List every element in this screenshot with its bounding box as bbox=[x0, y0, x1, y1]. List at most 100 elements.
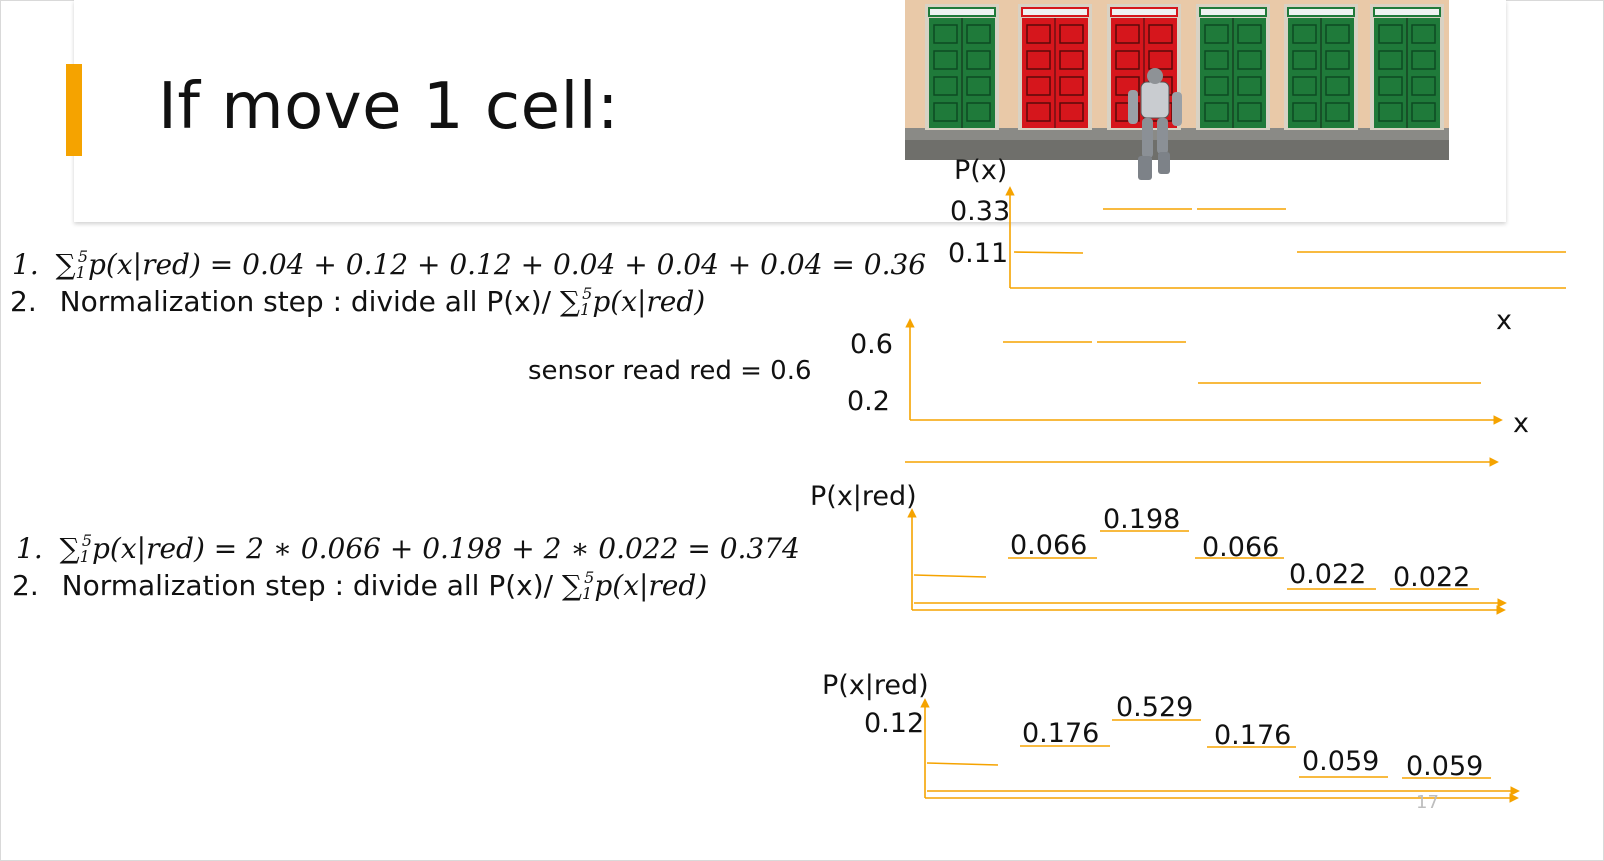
sum-lower: 1 bbox=[79, 547, 90, 566]
door-transom bbox=[928, 7, 996, 17]
chart2-tick-02: 0.2 bbox=[847, 386, 890, 417]
sum-symbol: ∑ bbox=[559, 285, 580, 318]
door-panel bbox=[1411, 24, 1436, 44]
door-panel bbox=[1115, 24, 1140, 44]
door-panel bbox=[1148, 50, 1173, 70]
door-panel bbox=[1059, 50, 1084, 70]
door-transom bbox=[1373, 7, 1441, 17]
door-transom bbox=[1021, 7, 1089, 17]
door-panel bbox=[1411, 50, 1436, 70]
door-panel bbox=[1411, 102, 1436, 122]
door-panel bbox=[1026, 76, 1051, 96]
chart1-ylabel: P(x) bbox=[954, 155, 1008, 186]
slide-title: If move 1 cell: bbox=[158, 70, 620, 144]
door-panel bbox=[1378, 24, 1403, 44]
door-panel bbox=[1237, 102, 1262, 122]
chart4-label-1: 0.176 bbox=[1022, 718, 1100, 749]
top-item2-number: 2. bbox=[10, 285, 37, 318]
door-panel bbox=[1204, 102, 1229, 122]
door-panel bbox=[933, 24, 958, 44]
term: p(x|red) bbox=[88, 248, 201, 281]
robot-part bbox=[1157, 118, 1168, 154]
chart4-ylabel: P(x|red) bbox=[822, 670, 929, 701]
door-panel bbox=[1378, 50, 1403, 70]
term: p(x|red) bbox=[594, 569, 708, 602]
door-panel bbox=[1115, 50, 1140, 70]
chart4-label-5: 0.059 bbox=[1406, 751, 1484, 782]
sum-upper: 5 bbox=[81, 531, 92, 550]
sum-lower: 1 bbox=[581, 584, 593, 603]
robot-icon bbox=[1128, 68, 1182, 180]
chart4-bar-0 bbox=[926, 762, 999, 766]
chart3-label-2: 0.198 bbox=[1103, 504, 1181, 535]
door-transom bbox=[1287, 7, 1355, 17]
chart1-xlabel: x bbox=[1496, 305, 1512, 336]
door-panel bbox=[966, 50, 991, 70]
sum-symbol: ∑ bbox=[561, 569, 582, 602]
door-panel bbox=[933, 102, 958, 122]
chart4-label-4: 0.059 bbox=[1302, 746, 1380, 777]
top-item1-number: 1. bbox=[12, 248, 39, 281]
sum-symbol: ∑ bbox=[55, 248, 76, 281]
page-number: 17 bbox=[1416, 792, 1439, 813]
door-panel bbox=[966, 76, 991, 96]
bottom-item1: 1. ∑15p(x|red) = 2 ∗ 0.066 + 0.198 + 2 ∗… bbox=[16, 531, 800, 570]
door-panel bbox=[1292, 50, 1317, 70]
chart3-label-3: 0.066 bbox=[1202, 532, 1280, 563]
door-panel bbox=[933, 76, 958, 96]
door-panel bbox=[1378, 102, 1403, 122]
top-item1: 1. ∑15p(x|red) = 0.04 + 0.12 + 0.12 + 0.… bbox=[12, 247, 927, 286]
title-accent-bar bbox=[66, 64, 82, 156]
door-panel bbox=[1325, 24, 1350, 44]
door-panel bbox=[1026, 24, 1051, 44]
bottom-item2-number: 2. bbox=[12, 569, 39, 602]
door-panel bbox=[1325, 102, 1350, 122]
robot-part bbox=[1128, 90, 1138, 124]
chart4-label-2: 0.529 bbox=[1116, 692, 1194, 723]
chart3-label-5: 0.022 bbox=[1393, 562, 1471, 593]
sensor-text: sensor read red = 0.6 bbox=[528, 356, 812, 386]
top-item2-text: Normalization step : divide all P(x)/ bbox=[59, 285, 552, 318]
door-panel bbox=[1292, 102, 1317, 122]
sum-symbol: ∑ bbox=[59, 532, 80, 565]
door-panel bbox=[1115, 76, 1140, 96]
door-panel bbox=[1237, 24, 1262, 44]
sum-lower: 1 bbox=[75, 263, 86, 282]
door-panel bbox=[1411, 76, 1436, 96]
door-panel bbox=[966, 102, 991, 122]
door-panel bbox=[1325, 50, 1350, 70]
door-panel bbox=[1378, 76, 1403, 96]
sum-upper: 5 bbox=[584, 568, 595, 587]
sum-upper: 5 bbox=[582, 284, 593, 303]
door-panel bbox=[1292, 24, 1317, 44]
stone-base bbox=[905, 140, 1449, 160]
door-panel bbox=[1059, 24, 1084, 44]
chart1-step-1 bbox=[1013, 251, 1084, 254]
door-transom bbox=[1199, 7, 1267, 17]
chart4-label-3: 0.176 bbox=[1214, 720, 1292, 751]
sum-upper: 5 bbox=[77, 247, 88, 266]
door-panel bbox=[1325, 76, 1350, 96]
door-panel bbox=[1059, 76, 1084, 96]
door-panel bbox=[966, 24, 991, 44]
door-panel bbox=[933, 50, 958, 70]
bottom-item2: 2. Normalization step : divide all P(x)/… bbox=[12, 568, 708, 607]
door-panel bbox=[1026, 50, 1051, 70]
top-item1-expression: = 0.04 + 0.12 + 0.12 + 0.04 + 0.04 + 0.0… bbox=[209, 248, 927, 281]
chart2-xlabel: x bbox=[1513, 408, 1529, 439]
door-transom bbox=[1110, 7, 1178, 17]
chart4-tick-012: 0.12 bbox=[864, 708, 925, 739]
term: p(x|red) bbox=[592, 285, 706, 318]
door-panel bbox=[1026, 102, 1051, 122]
chart2-tick-06: 0.6 bbox=[850, 329, 893, 360]
robot-part bbox=[1147, 68, 1163, 84]
term: p(x|red) bbox=[92, 532, 205, 565]
door-panel bbox=[1237, 50, 1262, 70]
bottom-item1-expression: = 2 ∗ 0.066 + 0.198 + 2 ∗ 0.022 = 0.374 bbox=[213, 532, 800, 565]
robot-part bbox=[1158, 152, 1170, 174]
door-panel bbox=[1204, 50, 1229, 70]
chart1-tick-033: 0.33 bbox=[950, 196, 1011, 227]
sum-lower: 1 bbox=[579, 300, 591, 319]
